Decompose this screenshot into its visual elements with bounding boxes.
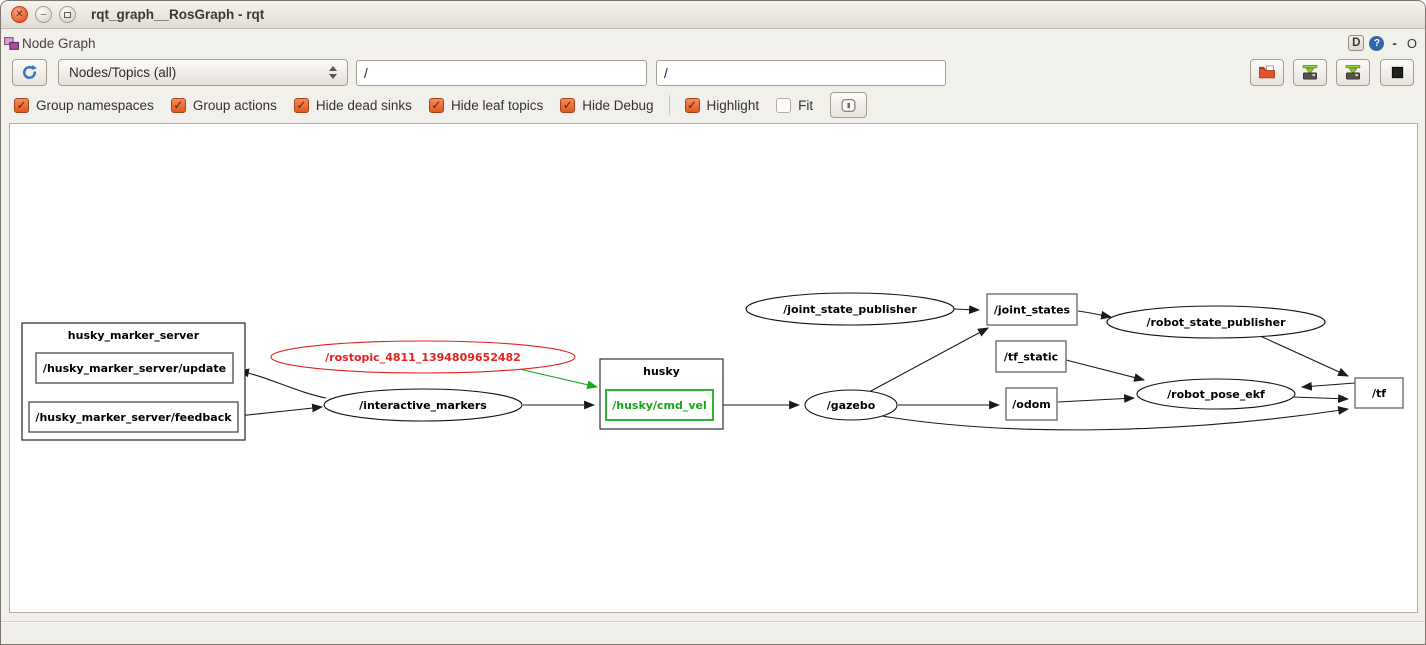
topic-filter-input[interactable] [656, 60, 946, 86]
checkbox-label: Group actions [193, 98, 277, 113]
maximize-icon [64, 12, 71, 18]
edge-robot_state_publisher-to-tf [1258, 335, 1348, 376]
dock-help-button[interactable]: ? [1369, 36, 1384, 51]
checkbox-hide-leaf-topics[interactable]: ✓ Hide leaf topics [429, 98, 543, 113]
node-label-cmd_vel: /husky/cmd_vel [612, 399, 707, 412]
dock-titlebar: Node Graph D ? - O [1, 30, 1425, 56]
graph-canvas[interactable]: husky_marker_server/husky_marker_server/… [9, 123, 1418, 613]
dock-title: Node Graph [22, 36, 96, 51]
graph-node-feedback[interactable]: /husky_marker_server/feedback [29, 402, 238, 432]
checked-checkbox-icon[interactable]: ✓ [294, 98, 309, 113]
toolbar: Nodes/Topics (all) [1, 56, 1425, 89]
window-controls: ✕ – [11, 6, 76, 23]
node-label-joint_states: /joint_states [994, 304, 1071, 317]
refresh-icon [21, 64, 38, 81]
edge-joint_states-to-robot_state_publisher [1078, 311, 1111, 317]
graph-node-tf[interactable]: /tf [1355, 378, 1403, 408]
checkbox-label: Fit [798, 98, 813, 113]
save-image-button[interactable] [1336, 59, 1370, 86]
save-download-icon [1301, 64, 1319, 81]
fit-icon [840, 98, 857, 113]
graph-node-gazebo[interactable]: /gazebo [805, 390, 897, 420]
node-label-update: /husky_marker_server/update [43, 362, 226, 375]
checked-checkbox-icon[interactable]: ✓ [685, 98, 700, 113]
status-bar [1, 621, 1425, 645]
dock-undock-button[interactable]: - [1389, 36, 1400, 51]
node-label-robot_state_publisher: /robot_state_publisher [1146, 316, 1286, 329]
checkbox-label: Hide Debug [582, 98, 653, 113]
edge-gazebo-to-tf [876, 409, 1348, 430]
window-title: rqt_graph__RosGraph - rqt [91, 7, 264, 22]
graph-node-interactive_markers[interactable]: /interactive_markers [324, 389, 522, 421]
graph-node-joint_states[interactable]: /joint_states [987, 294, 1077, 325]
node-label-rostopic: /rostopic_4811_1394809652482 [325, 351, 521, 364]
edge-rostopic-to-cmd_vel [515, 368, 597, 387]
node-label-interactive_markers: /interactive_markers [359, 399, 487, 412]
separator [669, 95, 670, 115]
checkbox-hide-dead-sinks[interactable]: ✓ Hide dead sinks [294, 98, 412, 113]
node-label-husky: husky [643, 365, 680, 378]
black-square-icon [1389, 64, 1406, 81]
save-download-icon [1344, 64, 1362, 81]
node-label-tf: /tf [1372, 387, 1386, 400]
graph-node-robot_state_publisher[interactable]: /robot_state_publisher [1107, 306, 1325, 338]
dock-close-button[interactable]: O [1405, 36, 1419, 51]
graph-type-select[interactable]: Nodes/Topics (all) [58, 59, 348, 86]
edge-interactive_markers-to-update [239, 371, 326, 398]
node-label-tf_static: /tf_static [1004, 351, 1058, 364]
checked-checkbox-icon[interactable]: ✓ [429, 98, 444, 113]
screenshot-button[interactable] [1380, 59, 1414, 86]
dock-settings-button[interactable]: D [1348, 35, 1364, 51]
edge-feedback-to-interactive_markers [238, 407, 322, 416]
node-label-odom: /odom [1012, 398, 1050, 411]
unchecked-checkbox-icon[interactable] [776, 98, 791, 113]
node-label-feedback: /husky_marker_server/feedback [35, 411, 232, 424]
titlebar: ✕ – rqt_graph__RosGraph - rqt [1, 1, 1425, 29]
graph-node-cmd_vel[interactable]: /husky/cmd_vel [606, 390, 713, 420]
window-minimize-button[interactable]: – [35, 6, 52, 23]
node-label-robot_pose_ekf: /robot_pose_ekf [1167, 388, 1265, 401]
edge-odom-to-robot_pose_ekf [1058, 398, 1134, 402]
save-dot-button[interactable] [1293, 59, 1327, 86]
open-folder-icon [1258, 64, 1276, 81]
node-label-joint_state_publisher: /joint_state_publisher [783, 303, 917, 316]
node-graph-icon [3, 35, 20, 52]
edge-tf_static-to-robot_pose_ekf [1066, 360, 1144, 380]
checkbox-label: Group namespaces [36, 98, 154, 113]
graph-node-tf_static[interactable]: /tf_static [996, 341, 1066, 372]
node-filter-input[interactable] [356, 60, 647, 86]
window-maximize-button[interactable] [59, 6, 76, 23]
node-label-husky_marker_server: husky_marker_server [68, 329, 200, 342]
graph-node-update[interactable]: /husky_marker_server/update [36, 353, 233, 383]
edge-tf-to-robot_pose_ekf [1302, 383, 1355, 387]
graph-node-rostopic[interactable]: /rostopic_4811_1394809652482 [271, 341, 575, 373]
checkbox-label: Hide dead sinks [316, 98, 412, 113]
refresh-button[interactable] [12, 59, 47, 86]
graph-type-value: Nodes/Topics (all) [69, 65, 176, 80]
checkbox-label: Highlight [707, 98, 760, 113]
checkbox-hide-debug[interactable]: ✓ Hide Debug [560, 98, 653, 113]
checkbox-fit[interactable]: Fit [776, 98, 813, 113]
node-label-gazebo: /gazebo [827, 399, 876, 412]
checkbox-group-actions[interactable]: ✓ Group actions [171, 98, 277, 113]
spinner-arrows-icon [329, 66, 337, 79]
options-row: ✓ Group namespaces ✓ Group actions ✓ Hide dea… [1, 89, 1425, 121]
edge-gazebo-to-joint_states [869, 328, 988, 392]
edge-robot_pose_ekf-to-tf [1293, 397, 1348, 399]
graph-node-robot_pose_ekf[interactable]: /robot_pose_ekf [1137, 379, 1295, 409]
window-close-button[interactable]: ✕ [11, 6, 28, 23]
open-dot-button[interactable] [1250, 59, 1284, 86]
graph-node-joint_state_publisher[interactable]: /joint_state_publisher [746, 293, 954, 325]
checkbox-group-namespaces[interactable]: ✓ Group namespaces [14, 98, 154, 113]
checkbox-highlight[interactable]: ✓ Highlight [685, 98, 760, 113]
checked-checkbox-icon[interactable]: ✓ [14, 98, 29, 113]
edge-joint_state_publisher-to-joint_states [954, 309, 979, 310]
checked-checkbox-icon[interactable]: ✓ [560, 98, 575, 113]
checked-checkbox-icon[interactable]: ✓ [171, 98, 186, 113]
checkbox-label: Hide leaf topics [451, 98, 543, 113]
graph-node-odom[interactable]: /odom [1006, 388, 1057, 420]
fit-in-view-button[interactable] [830, 92, 867, 118]
